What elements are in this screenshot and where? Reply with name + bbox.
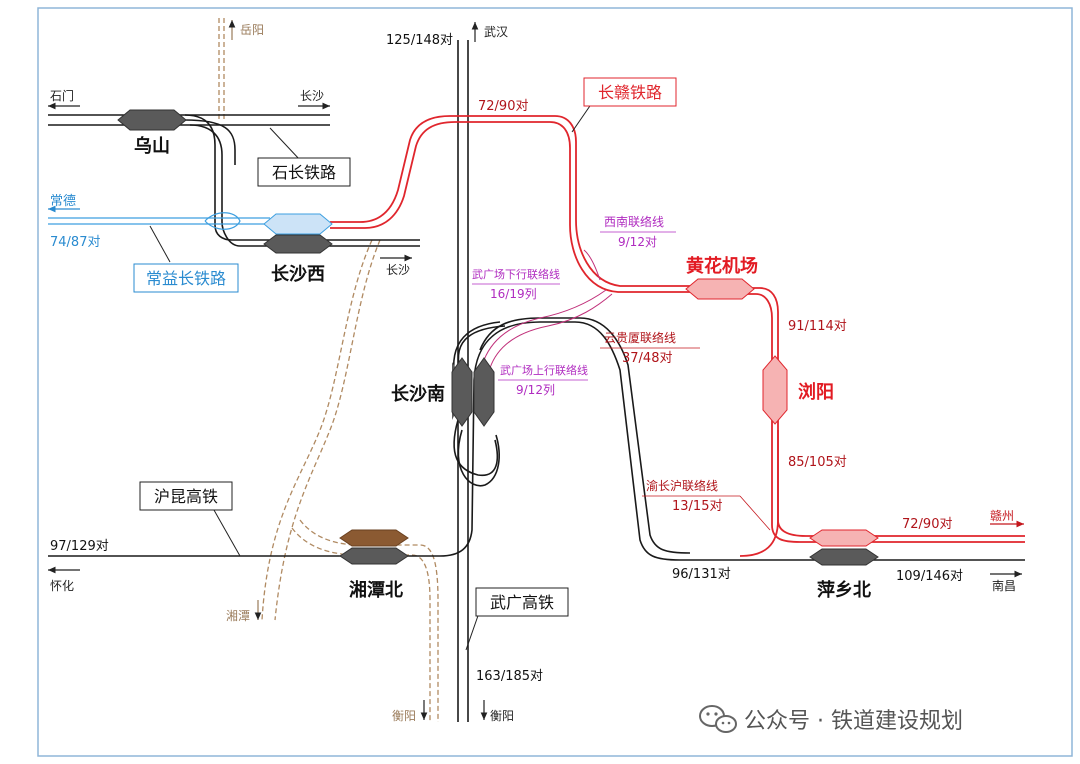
connection-labels: 西南联络线 9/12对 武广场下行联络线 16/19列 云贵厦联络线 37/48… bbox=[472, 214, 771, 531]
box-changyi: 常益长铁路 bbox=[133, 263, 239, 293]
direction-shimen: 石门 bbox=[50, 88, 74, 103]
station-marker-liuyang[interactable] bbox=[762, 355, 788, 425]
blue-lines bbox=[48, 212, 270, 230]
station-marker-xiangtanbei[interactable] bbox=[339, 547, 409, 565]
line-name-changgan: 长赣铁路 bbox=[598, 83, 662, 102]
conn-wgc-up-label: 武广场上行联络线 bbox=[500, 363, 588, 377]
diagram-frame bbox=[37, 7, 1073, 757]
station-name-changshanan: 长沙南 bbox=[391, 383, 445, 405]
station-name-changshaxi: 长沙西 bbox=[271, 264, 325, 285]
conn-yuchanghu-label: 渝长沪联络线 bbox=[646, 478, 718, 493]
direction-changde: 常德 bbox=[50, 194, 76, 209]
count-huaihua: 97/129对 bbox=[50, 539, 109, 554]
station-marker-changshanan-left[interactable] bbox=[451, 357, 473, 427]
box-hukun: 沪昆高铁 bbox=[139, 481, 233, 511]
wechat-icon bbox=[699, 705, 737, 733]
direction-hengyang-right: 衡阳 bbox=[490, 709, 514, 723]
direction-changsha-west: 长沙 bbox=[386, 263, 410, 277]
conn-yuchanghu-count: 13/15对 bbox=[672, 499, 722, 514]
brown-dashed-lines bbox=[218, 18, 439, 722]
conn-yunguixia-label: 云贵厦联络线 bbox=[604, 330, 676, 345]
line-name-changyi: 常益长铁路 bbox=[146, 269, 226, 288]
conn-wgc-up-count: 9/12列 bbox=[516, 383, 555, 397]
line-name-hukun: 沪昆高铁 bbox=[154, 487, 218, 506]
count-changyi: 74/87对 bbox=[50, 235, 100, 250]
station-name-pingxiangbei: 萍乡北 bbox=[817, 579, 871, 601]
direction-hengyang-left: 衡阳 bbox=[392, 709, 416, 723]
count-changgan-top: 72/90对 bbox=[478, 99, 528, 114]
box-changgan: 长赣铁路 bbox=[583, 77, 677, 107]
station-marker-huanghua[interactable] bbox=[685, 278, 755, 300]
conn-xinan-label: 西南联络线 bbox=[604, 214, 664, 229]
watermark: 公众号 · 铁道建设规划 bbox=[699, 705, 963, 734]
line-name-shichang: 石长铁路 bbox=[272, 163, 336, 182]
conn-yunguixia-count: 37/48对 bbox=[622, 351, 672, 366]
station-marker-changshaxi[interactable] bbox=[263, 234, 333, 254]
direction-ganzhou: 赣州 bbox=[990, 509, 1014, 523]
conn-wgc-down-label: 武广场下行联络线 bbox=[472, 267, 560, 281]
direction-wuhan: 武汉 bbox=[484, 25, 508, 39]
line-name-wuguang: 武广高铁 bbox=[490, 593, 554, 612]
count-wuhan: 125/148对 bbox=[386, 33, 453, 48]
count-pingxiang-west: 96/131对 bbox=[672, 567, 731, 582]
direction-nanchang: 南昌 bbox=[992, 578, 1016, 593]
box-shichang: 石长铁路 bbox=[257, 157, 351, 187]
conn-wgc-down-count: 16/19列 bbox=[490, 287, 537, 301]
direction-huaihua: 怀化 bbox=[50, 579, 74, 593]
station-name-xiangtanbei: 湘潭北 bbox=[349, 579, 403, 601]
count-nanchang: 109/146对 bbox=[896, 569, 963, 584]
station-marker-changshanan-right[interactable] bbox=[473, 357, 495, 427]
box-wuguang: 武广高铁 bbox=[475, 587, 569, 617]
conn-xinan-count: 9/12对 bbox=[618, 235, 657, 249]
direction-changsha-top: 长沙 bbox=[300, 89, 324, 103]
station-marker-pingxiangbei-upper[interactable] bbox=[809, 529, 879, 547]
station-name-wushan: 乌山 bbox=[134, 135, 170, 157]
station-name-liuyang: 浏阳 bbox=[798, 381, 834, 403]
station-marker-pingxiangbei[interactable] bbox=[809, 548, 879, 566]
direction-yueyang: 岳阳 bbox=[240, 23, 264, 37]
count-liuyang-pingxiang: 85/105对 bbox=[788, 455, 847, 470]
station-name-huanghua: 黄花机场 bbox=[686, 255, 758, 277]
count-hengyang: 163/185对 bbox=[476, 669, 543, 684]
connection-lines bbox=[483, 249, 613, 369]
station-marker-changshaxi-upper[interactable] bbox=[263, 213, 333, 235]
station-marker-xiangtanbei-upper[interactable] bbox=[339, 529, 409, 547]
watermark-text: 公众号 · 铁道建设规划 bbox=[744, 709, 963, 734]
station-marker-wushan[interactable] bbox=[117, 109, 187, 131]
count-ganzhou: 72/90对 bbox=[902, 517, 952, 532]
station-markers bbox=[117, 109, 879, 566]
direction-xiangtan: 湘潭 bbox=[226, 608, 250, 623]
direction-arrows bbox=[48, 20, 1022, 720]
count-huanghua-liuyang: 91/114对 bbox=[788, 319, 847, 334]
